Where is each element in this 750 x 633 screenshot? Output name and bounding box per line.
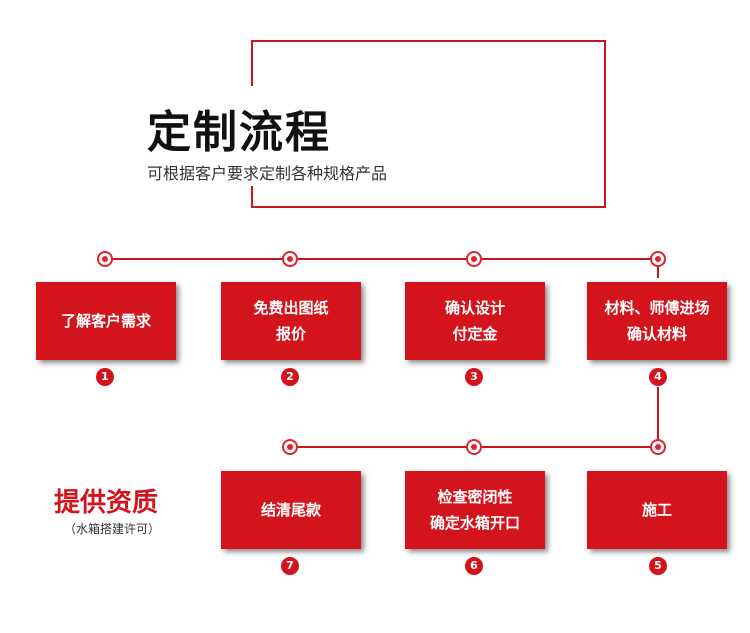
step-6-line2: 确定水箱开口 — [429, 514, 520, 532]
node-step-7 — [282, 439, 298, 455]
step-4-line1: 材料、师傅进场 — [604, 299, 710, 317]
header-frame-left-bottom — [251, 186, 253, 208]
step-4-line2: 确认材料 — [626, 325, 687, 343]
top-connector-line — [105, 258, 658, 260]
node-step-5 — [650, 439, 666, 455]
header-frame-left-top — [251, 40, 253, 86]
header-frame — [251, 40, 606, 208]
step-number-4: 4 — [649, 368, 667, 386]
right-connector-top — [657, 258, 659, 278]
step-box-3: 确认设计 付定金 — [405, 282, 545, 360]
step-2-line1: 免费出图纸 — [253, 299, 329, 317]
step-2-line2: 报价 — [275, 325, 306, 343]
qualification-subtitle: （水箱搭建许可） — [64, 522, 161, 536]
step-number-2: 2 — [281, 368, 299, 386]
step-number-3: 3 — [465, 368, 483, 386]
step-number-7: 7 — [281, 557, 299, 575]
page-subtitle: 可根据客户要求定制各种规格产品 — [147, 164, 388, 183]
step-box-2: 免费出图纸 报价 — [221, 282, 361, 360]
step-box-6: 检查密闭性 确定水箱开口 — [405, 471, 545, 549]
step-box-1: 了解客户需求 — [36, 282, 176, 360]
step-3-line1: 确认设计 — [444, 299, 505, 317]
node-step-3 — [466, 251, 482, 267]
step-box-4: 材料、师傅进场 确认材料 — [587, 282, 727, 360]
step-6-line1: 检查密闭性 — [437, 488, 513, 506]
node-step-6 — [466, 439, 482, 455]
step-1-line1: 了解客户需求 — [60, 312, 151, 330]
step-number-5: 5 — [649, 557, 667, 575]
qualification-title: 提供资质 — [54, 488, 159, 518]
step-5-line1: 施工 — [641, 501, 672, 519]
step-number-6: 6 — [465, 557, 483, 575]
node-step-4 — [650, 251, 666, 267]
page-title: 定制流程 — [147, 107, 331, 158]
right-connector-mid — [657, 387, 659, 447]
step-3-line2: 付定金 — [452, 325, 498, 343]
step-box-5: 施工 — [587, 471, 727, 549]
node-step-2 — [282, 251, 298, 267]
node-step-1 — [97, 251, 113, 267]
step-box-7: 结清尾款 — [221, 471, 361, 549]
step-7-line1: 结清尾款 — [260, 501, 321, 519]
step-number-1: 1 — [96, 368, 114, 386]
